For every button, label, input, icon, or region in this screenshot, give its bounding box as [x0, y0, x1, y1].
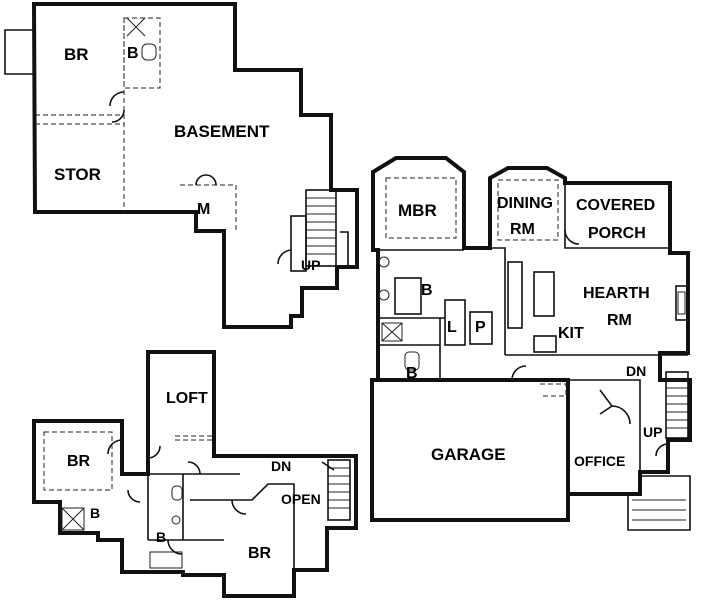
- kitchen-island: [533, 271, 555, 317]
- upper-shower-x: [61, 507, 85, 531]
- upper-toilet: [171, 485, 183, 501]
- porch-door: [564, 229, 580, 245]
- main-level: [370, 156, 692, 531]
- label-pantry: P: [475, 319, 486, 336]
- basement-outline: [31, 1, 359, 329]
- upper-hall: [122, 473, 240, 540]
- label-basement-br: BR: [64, 45, 89, 64]
- label-stor: STOR: [54, 165, 101, 184]
- label-main-bath: B: [406, 365, 418, 382]
- room-labels: BR B BASEMENT STOR M UP MBR DINING RM CO…: [54, 45, 662, 562]
- label-kit: KIT: [558, 325, 584, 342]
- stair-well: [290, 215, 307, 272]
- label-main-dn: DN: [626, 363, 646, 379]
- counter: [507, 261, 523, 329]
- label-basement: BASEMENT: [174, 122, 270, 141]
- shower: [381, 322, 403, 342]
- loft-door: [147, 445, 161, 459]
- label-upper-bath-1: B: [90, 505, 100, 521]
- main-stair-treads: [666, 379, 688, 429]
- upper-outline: [32, 350, 358, 598]
- label-upper-dn: DN: [271, 458, 291, 474]
- label-mech: M: [197, 201, 210, 218]
- label-master-bath: B: [421, 282, 433, 299]
- kit-counter-2: [533, 335, 557, 353]
- label-hearth-1: HEARTH: [583, 285, 650, 302]
- mech-door: [195, 174, 217, 186]
- garage-entry-door: [511, 365, 527, 381]
- label-open: OPEN: [281, 491, 321, 507]
- label-loft: LOFT: [166, 390, 208, 407]
- stair-arrow: [340, 231, 349, 266]
- upper-stair-treads: [328, 467, 350, 509]
- office-wall: [568, 379, 641, 472]
- sink-1: [378, 256, 390, 268]
- bath-fixture-2: [141, 43, 157, 61]
- door-swing-2: [109, 91, 125, 107]
- upper-stairs: [327, 459, 351, 521]
- porch-steps: [632, 499, 686, 521]
- hall-dash: [540, 383, 567, 397]
- label-upper-bath-2: B: [156, 529, 166, 545]
- hall-door-2: [187, 461, 201, 475]
- tub: [394, 277, 422, 315]
- basement-level: [4, 1, 359, 329]
- covered-porch-wall: [564, 183, 670, 249]
- label-basement-up: UP: [301, 257, 320, 273]
- upper-shower: [61, 507, 85, 531]
- office-door: [611, 405, 631, 425]
- stair-rail: [599, 389, 614, 415]
- basement-stairs: [305, 189, 337, 267]
- label-upper-br-left: BR: [67, 453, 91, 470]
- upper-sink: [171, 515, 181, 525]
- upper-tub: [149, 551, 183, 569]
- bath-fixture: [126, 17, 146, 37]
- main-stairs: [665, 371, 689, 439]
- mbr-bay-dash: [385, 177, 457, 239]
- entry-door: [655, 443, 669, 457]
- loft-rail: [175, 435, 214, 441]
- front-porch: [627, 475, 691, 531]
- dining-wall: [490, 247, 506, 355]
- basement-bay: [4, 29, 34, 75]
- label-dining-2: RM: [510, 221, 535, 238]
- fireplace-inner: [677, 291, 686, 315]
- shower-x: [381, 322, 403, 342]
- upper-level: [32, 350, 358, 598]
- sink-2: [378, 289, 390, 301]
- toilet: [404, 351, 420, 371]
- br-dash: [43, 431, 113, 491]
- bath-box: [123, 17, 161, 89]
- label-main-up: UP: [643, 424, 662, 440]
- label-dining-1: DINING: [497, 195, 553, 212]
- label-covered-1: COVERED: [576, 197, 655, 214]
- mech-room: [180, 184, 237, 231]
- label-mbr: MBR: [398, 201, 437, 220]
- label-upper-br-right: BR: [248, 545, 272, 562]
- up-door: [277, 249, 293, 265]
- door-swing-1: [111, 109, 125, 123]
- label-basement-bath: B: [127, 45, 139, 62]
- laundry-box: [444, 299, 466, 346]
- dining-dash: [497, 179, 559, 241]
- label-covered-2: PORCH: [588, 225, 646, 242]
- br-door: [107, 439, 123, 455]
- upper-stair-arrow: [321, 461, 335, 471]
- garage-wall: [372, 378, 570, 494]
- stair-treads: [306, 197, 336, 255]
- label-office: OFFICE: [574, 453, 625, 469]
- label-garage: GARAGE: [431, 445, 506, 464]
- pantry-box: [469, 311, 493, 345]
- label-hearth-2: RM: [607, 312, 632, 329]
- hall-door-1: [127, 489, 141, 503]
- bath-walls: [148, 499, 224, 541]
- bath-door: [167, 539, 183, 555]
- label-laundry: L: [447, 319, 457, 336]
- b-wall: [378, 318, 441, 380]
- right-br-door: [231, 499, 247, 515]
- fireplace: [675, 285, 689, 321]
- right-br-walls: [224, 483, 295, 570]
